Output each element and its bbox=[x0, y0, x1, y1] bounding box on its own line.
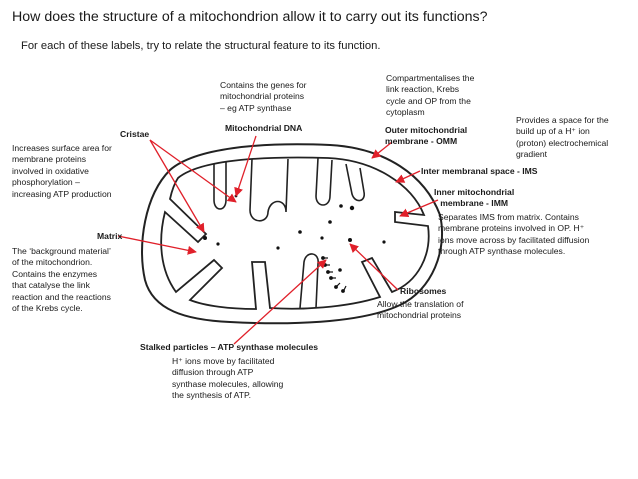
crista-1 bbox=[213, 162, 227, 210]
imm-description: Separates IMS from matrix. Contains memb… bbox=[438, 212, 590, 257]
stalked-particles-description: H⁺ ions move by facilitated diffusion th… bbox=[172, 356, 284, 401]
arrow-stalked bbox=[233, 259, 327, 345]
crista-2 bbox=[249, 158, 289, 222]
imm-label: Inner mitochondrial membrane - IMM bbox=[434, 187, 515, 209]
arrow-cristae-1 bbox=[149, 139, 237, 203]
cristae-label: Cristae bbox=[120, 129, 150, 139]
compartment-description: Compartmentalises the link reaction, Kre… bbox=[386, 73, 475, 118]
ribosomes-label: Ribosomes bbox=[400, 286, 447, 296]
gradient-description: Provides a space for the build up of a H… bbox=[516, 115, 609, 160]
ims-label: Inter membranal space - IMS bbox=[421, 166, 538, 176]
matrix-label: Matrix bbox=[97, 231, 123, 241]
omm-label: Outer mitochondrial membrane - OMM bbox=[385, 125, 468, 147]
matrix-granules bbox=[203, 194, 386, 272]
dna-description: Contains the genes for mitochondrial pro… bbox=[220, 80, 307, 113]
ribosomes-description: Allow the translation of mitochondrial p… bbox=[377, 299, 464, 321]
arrow-ims bbox=[395, 170, 421, 183]
inner-membrane bbox=[160, 156, 430, 310]
arrow-cristae-2 bbox=[149, 139, 205, 233]
stalked-particles-label: Stalked particles – ATP synthase molecul… bbox=[140, 342, 319, 352]
arrow-ribosomes bbox=[349, 243, 399, 291]
arrow-matrix bbox=[117, 235, 197, 255]
atp-synthase-particles bbox=[321, 256, 347, 293]
crista-4 bbox=[345, 163, 365, 202]
arrow-dna bbox=[234, 135, 257, 197]
cristae-description: Increases surface area for membrane prot… bbox=[12, 143, 112, 199]
arrow-imm bbox=[399, 199, 439, 218]
outer-membrane bbox=[141, 143, 444, 325]
dna-label: Mitochondrial DNA bbox=[225, 123, 303, 133]
page-title: How does the structure of a mitochondrio… bbox=[12, 9, 488, 25]
page-subtitle: For each of these labels, try to relate … bbox=[21, 40, 381, 52]
matrix-description: The ‘background material’ of the mitocho… bbox=[12, 246, 111, 314]
crista-3 bbox=[315, 157, 333, 206]
arrow-omm bbox=[371, 141, 393, 159]
